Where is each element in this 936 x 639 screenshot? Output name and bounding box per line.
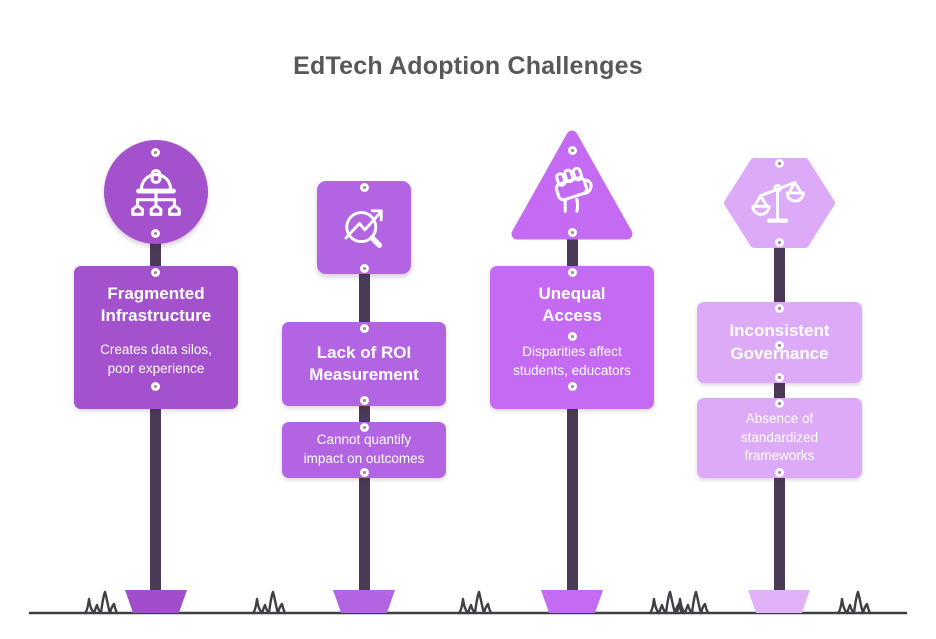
screw-dot	[151, 148, 160, 157]
sign-pole	[150, 232, 161, 612]
screw-dot	[360, 183, 369, 192]
signboard-governance-subtitle: Absence of standardized frameworks	[697, 398, 862, 478]
board-subtitle: Creates data silos, poor experience	[100, 341, 212, 376]
screw-dot	[151, 268, 160, 277]
screw-dot	[775, 468, 784, 477]
roi-magnifier-trend-icon	[317, 181, 411, 274]
screw-dot	[360, 324, 369, 333]
circle-sign-head	[104, 140, 208, 244]
board-subtitle: Absence of standardized frameworks	[740, 411, 819, 464]
screw-dot	[775, 399, 784, 408]
screw-dot	[568, 228, 577, 237]
board-subtitle: Disparities affect students, educators	[513, 343, 631, 378]
screw-dot	[775, 304, 784, 313]
raised-fist-icon	[541, 158, 603, 220]
board-title: Fragmented Infrastructure	[100, 284, 212, 326]
screw-dot	[151, 382, 160, 391]
board-title: Unequal Access	[538, 284, 606, 326]
balance-scales-icon	[749, 172, 810, 233]
signboard-lack-of-roi: Lack of ROI Measurement	[282, 322, 446, 406]
screw-dot	[151, 229, 160, 238]
sign-base	[541, 590, 603, 613]
hexagon-sign-head	[724, 158, 835, 248]
board-title: Lack of ROI Measurement	[309, 342, 419, 384]
screw-dot	[360, 423, 369, 432]
board-title: Inconsistent Governance	[729, 321, 830, 363]
grass-ground	[28, 590, 908, 615]
board-subtitle: Cannot quantify impact on outcomes	[303, 432, 425, 466]
signboard-inconsistent-governance: Inconsistent Governance	[697, 302, 862, 383]
screw-dot	[360, 396, 369, 405]
sign-base	[748, 590, 810, 613]
screw-dot	[360, 468, 369, 477]
page-title: EdTech Adoption Challenges	[293, 52, 643, 80]
sign-pole	[567, 234, 578, 612]
screw-dot	[775, 238, 784, 247]
sign-base	[125, 590, 187, 613]
screw-dot	[568, 268, 577, 277]
screw-dot	[568, 146, 577, 155]
sign-base	[333, 590, 395, 613]
screw-dot	[360, 264, 369, 273]
screw-dot	[775, 341, 784, 350]
screw-dot	[568, 332, 577, 341]
screw-dot	[775, 373, 784, 382]
screw-dot	[568, 382, 577, 391]
signboard-fragmented-infrastructure: Fragmented Infrastructure Creates data s…	[74, 266, 238, 409]
screw-dot	[775, 159, 784, 168]
construction-hierarchy-icon	[104, 140, 208, 244]
square-sign-head	[317, 181, 411, 274]
